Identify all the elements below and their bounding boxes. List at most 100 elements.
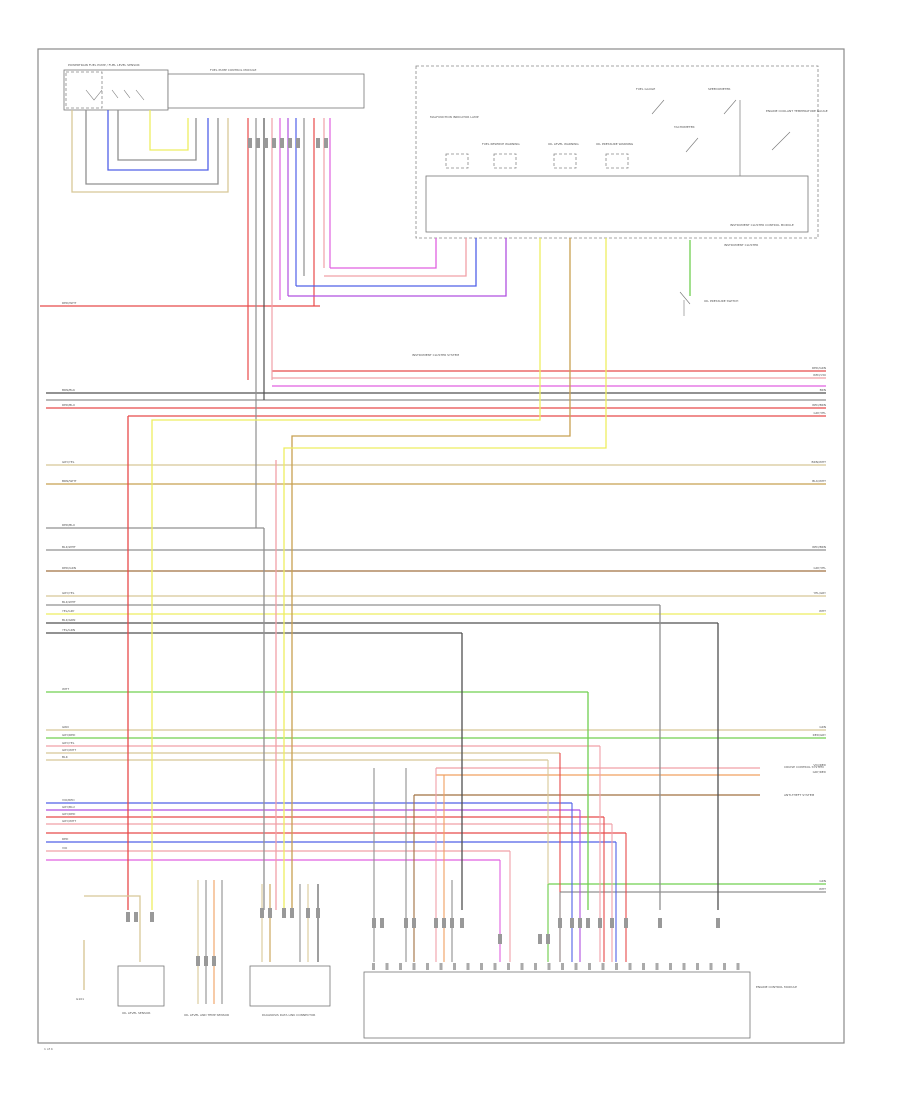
harness-pin-18 bbox=[538, 934, 542, 944]
ecm-pin-24 bbox=[696, 963, 699, 970]
right-wire-label-1: RED/VIO bbox=[813, 373, 826, 377]
instrument-cluster-control-module bbox=[425, 175, 809, 233]
engine-control-module-label: ENGINE CONTROL MODULE bbox=[756, 985, 797, 989]
sensor-loop-e bbox=[149, 110, 189, 151]
route-cluster-a bbox=[296, 238, 477, 287]
harness-pin-27 bbox=[658, 918, 662, 928]
right-wire-label-9: YEL/GRY bbox=[814, 591, 827, 595]
harness-pin-19 bbox=[546, 934, 550, 944]
left-wire-label-0: RED/WHT bbox=[62, 301, 77, 305]
harness-pin-28 bbox=[716, 918, 720, 928]
ecm-pin-14 bbox=[561, 963, 564, 970]
ecm-pin-13 bbox=[547, 963, 551, 970]
right-wire-label-7: RED/BRN bbox=[812, 545, 826, 549]
ecm-pin-5 bbox=[439, 963, 443, 970]
left-wire-label-14: GRN bbox=[62, 725, 69, 729]
left-wire-label-11: BLK/GRN bbox=[62, 618, 75, 622]
wire-label-layer: RED/WHT BRN/BLK RED/BLU GRY/YEL BRN/WHT RED/B… bbox=[62, 301, 827, 891]
ecm-pin-4 bbox=[426, 963, 429, 970]
ecm-pin-8 bbox=[480, 963, 483, 970]
left-wire-label-22: GRY/WHT bbox=[62, 819, 76, 823]
harness-pin-11 bbox=[404, 918, 408, 928]
left-wire-label-8: GRY/YEL bbox=[62, 591, 75, 595]
fuel-level-sensor-label: POWERTRAIN FUEL PUMP / FUEL LEVEL SENSOR bbox=[68, 63, 140, 67]
right-ref-cruise-label: CRUISE CONTROL SYSTEM bbox=[784, 765, 824, 769]
ecm-pin-9 bbox=[493, 963, 497, 970]
left-wire-label-12: YEL/GRN bbox=[62, 628, 75, 632]
fuel-gauge-label: FUEL GAUGE bbox=[636, 87, 655, 91]
sensor-loop-b bbox=[85, 110, 219, 185]
module-pin-6 bbox=[296, 138, 300, 148]
harness-pin-1 bbox=[134, 912, 138, 922]
left-wire-label-6: BLK/WHT bbox=[62, 545, 76, 549]
harness-pin-13 bbox=[434, 918, 438, 928]
right-wire-label-5: BRN/WHT bbox=[812, 460, 827, 464]
harness-pin-7 bbox=[306, 908, 310, 918]
ecm-pin-12 bbox=[534, 963, 537, 970]
lamp-box-mil bbox=[445, 153, 469, 169]
right-ref-antitheft-label: ANTI-THEFT SYSTEM bbox=[784, 793, 815, 797]
left-wire-label-18: BLK bbox=[62, 755, 69, 759]
oil-level-sensor-box bbox=[117, 965, 165, 1007]
harness-pin-9 bbox=[372, 918, 376, 928]
ecm-pin-1 bbox=[385, 963, 389, 970]
cluster-route-yellow-2 bbox=[283, 238, 607, 910]
oil-level-sensor-label: OIL LEVEL SENSOR bbox=[122, 1011, 150, 1015]
harness-pin-22 bbox=[578, 918, 582, 928]
module-pin-7 bbox=[316, 138, 320, 148]
ecm-pin-26 bbox=[723, 963, 726, 970]
left-wire-label-13: WHT bbox=[62, 687, 69, 691]
left-wire-label-9: BLK/WHT bbox=[62, 600, 76, 604]
lamp-box-oil-level bbox=[553, 153, 577, 169]
coolant-gauge-label: ENGINE COOLANT TEMPERATURE GAUGE bbox=[766, 109, 828, 113]
cluster-route-yellow bbox=[151, 238, 541, 910]
instrument-cluster-box bbox=[415, 65, 819, 239]
fuel-pump-control-module-label: FUEL PUMP CONTROL MODULE bbox=[210, 68, 257, 72]
left-wire-label-1: BRN/BLK bbox=[62, 388, 76, 392]
harness-pin-6 bbox=[290, 908, 294, 918]
lamp-box-oil-pressure bbox=[605, 153, 629, 169]
tachometer-label: TACHOMETER bbox=[673, 125, 695, 129]
left-wire-label-16: GRY/YEL bbox=[62, 741, 75, 745]
module-pin-1 bbox=[256, 138, 260, 148]
harness-pin-23 bbox=[586, 918, 590, 928]
module-pin-5 bbox=[288, 138, 292, 148]
coolant-gauge-pointer bbox=[771, 131, 791, 151]
left-wire-label-2: RED/BLU bbox=[62, 403, 75, 407]
right-wire-label-3: RED/BRN bbox=[812, 403, 826, 407]
right-wire-label-12: RED/GRY bbox=[813, 733, 827, 737]
ecm-pin-2 bbox=[399, 963, 402, 970]
connector-layer bbox=[126, 138, 740, 970]
ecm-pin-0 bbox=[372, 963, 375, 970]
ecm-pin-18 bbox=[615, 963, 618, 970]
left-wire-label-15: GRY/RED bbox=[62, 733, 76, 737]
ecm-pin-22 bbox=[669, 963, 672, 970]
gauge-labels: FUEL GAUGE SPEEDOMETER TACHOMETER ENGINE… bbox=[430, 87, 828, 146]
left-wire-label-10: YEL/GRY bbox=[62, 609, 75, 613]
ecm-pin-19 bbox=[628, 963, 632, 970]
left-wire-label-3: GRY/YEL bbox=[62, 460, 75, 464]
speedometer-label: SPEEDOMETER bbox=[708, 87, 730, 91]
left-wire-label-5: RED/BLU bbox=[62, 523, 75, 527]
oil-pressure-switch-symbol bbox=[679, 291, 691, 316]
harness-pin-25 bbox=[610, 918, 614, 928]
mil-lamp-label: MALFUNCTION INDICATOR LAMP bbox=[430, 115, 479, 119]
lamp-box-fuel-reserve bbox=[493, 153, 517, 169]
module-pin-4 bbox=[280, 138, 284, 148]
ecm-pin-23 bbox=[682, 963, 686, 970]
left-wire-label-17: GRY/WHT bbox=[62, 748, 76, 752]
right-wire-label-14: GRY/RED bbox=[813, 770, 827, 774]
gauge-pointers bbox=[651, 99, 791, 153]
left-wire-label-24: VIO bbox=[62, 846, 68, 850]
harness-pin-3 bbox=[260, 908, 264, 918]
module-pin-2 bbox=[264, 138, 268, 148]
harness-pin-21 bbox=[570, 918, 574, 928]
harness-pin-31 bbox=[212, 956, 216, 966]
harness-pin-24 bbox=[598, 918, 602, 928]
left-wire-label-23: RED bbox=[62, 837, 69, 841]
ecm-pin-10 bbox=[507, 963, 510, 970]
ecm-pin-16 bbox=[588, 963, 591, 970]
ecm-pin-21 bbox=[655, 963, 659, 970]
sensor-loop-c bbox=[107, 110, 209, 171]
